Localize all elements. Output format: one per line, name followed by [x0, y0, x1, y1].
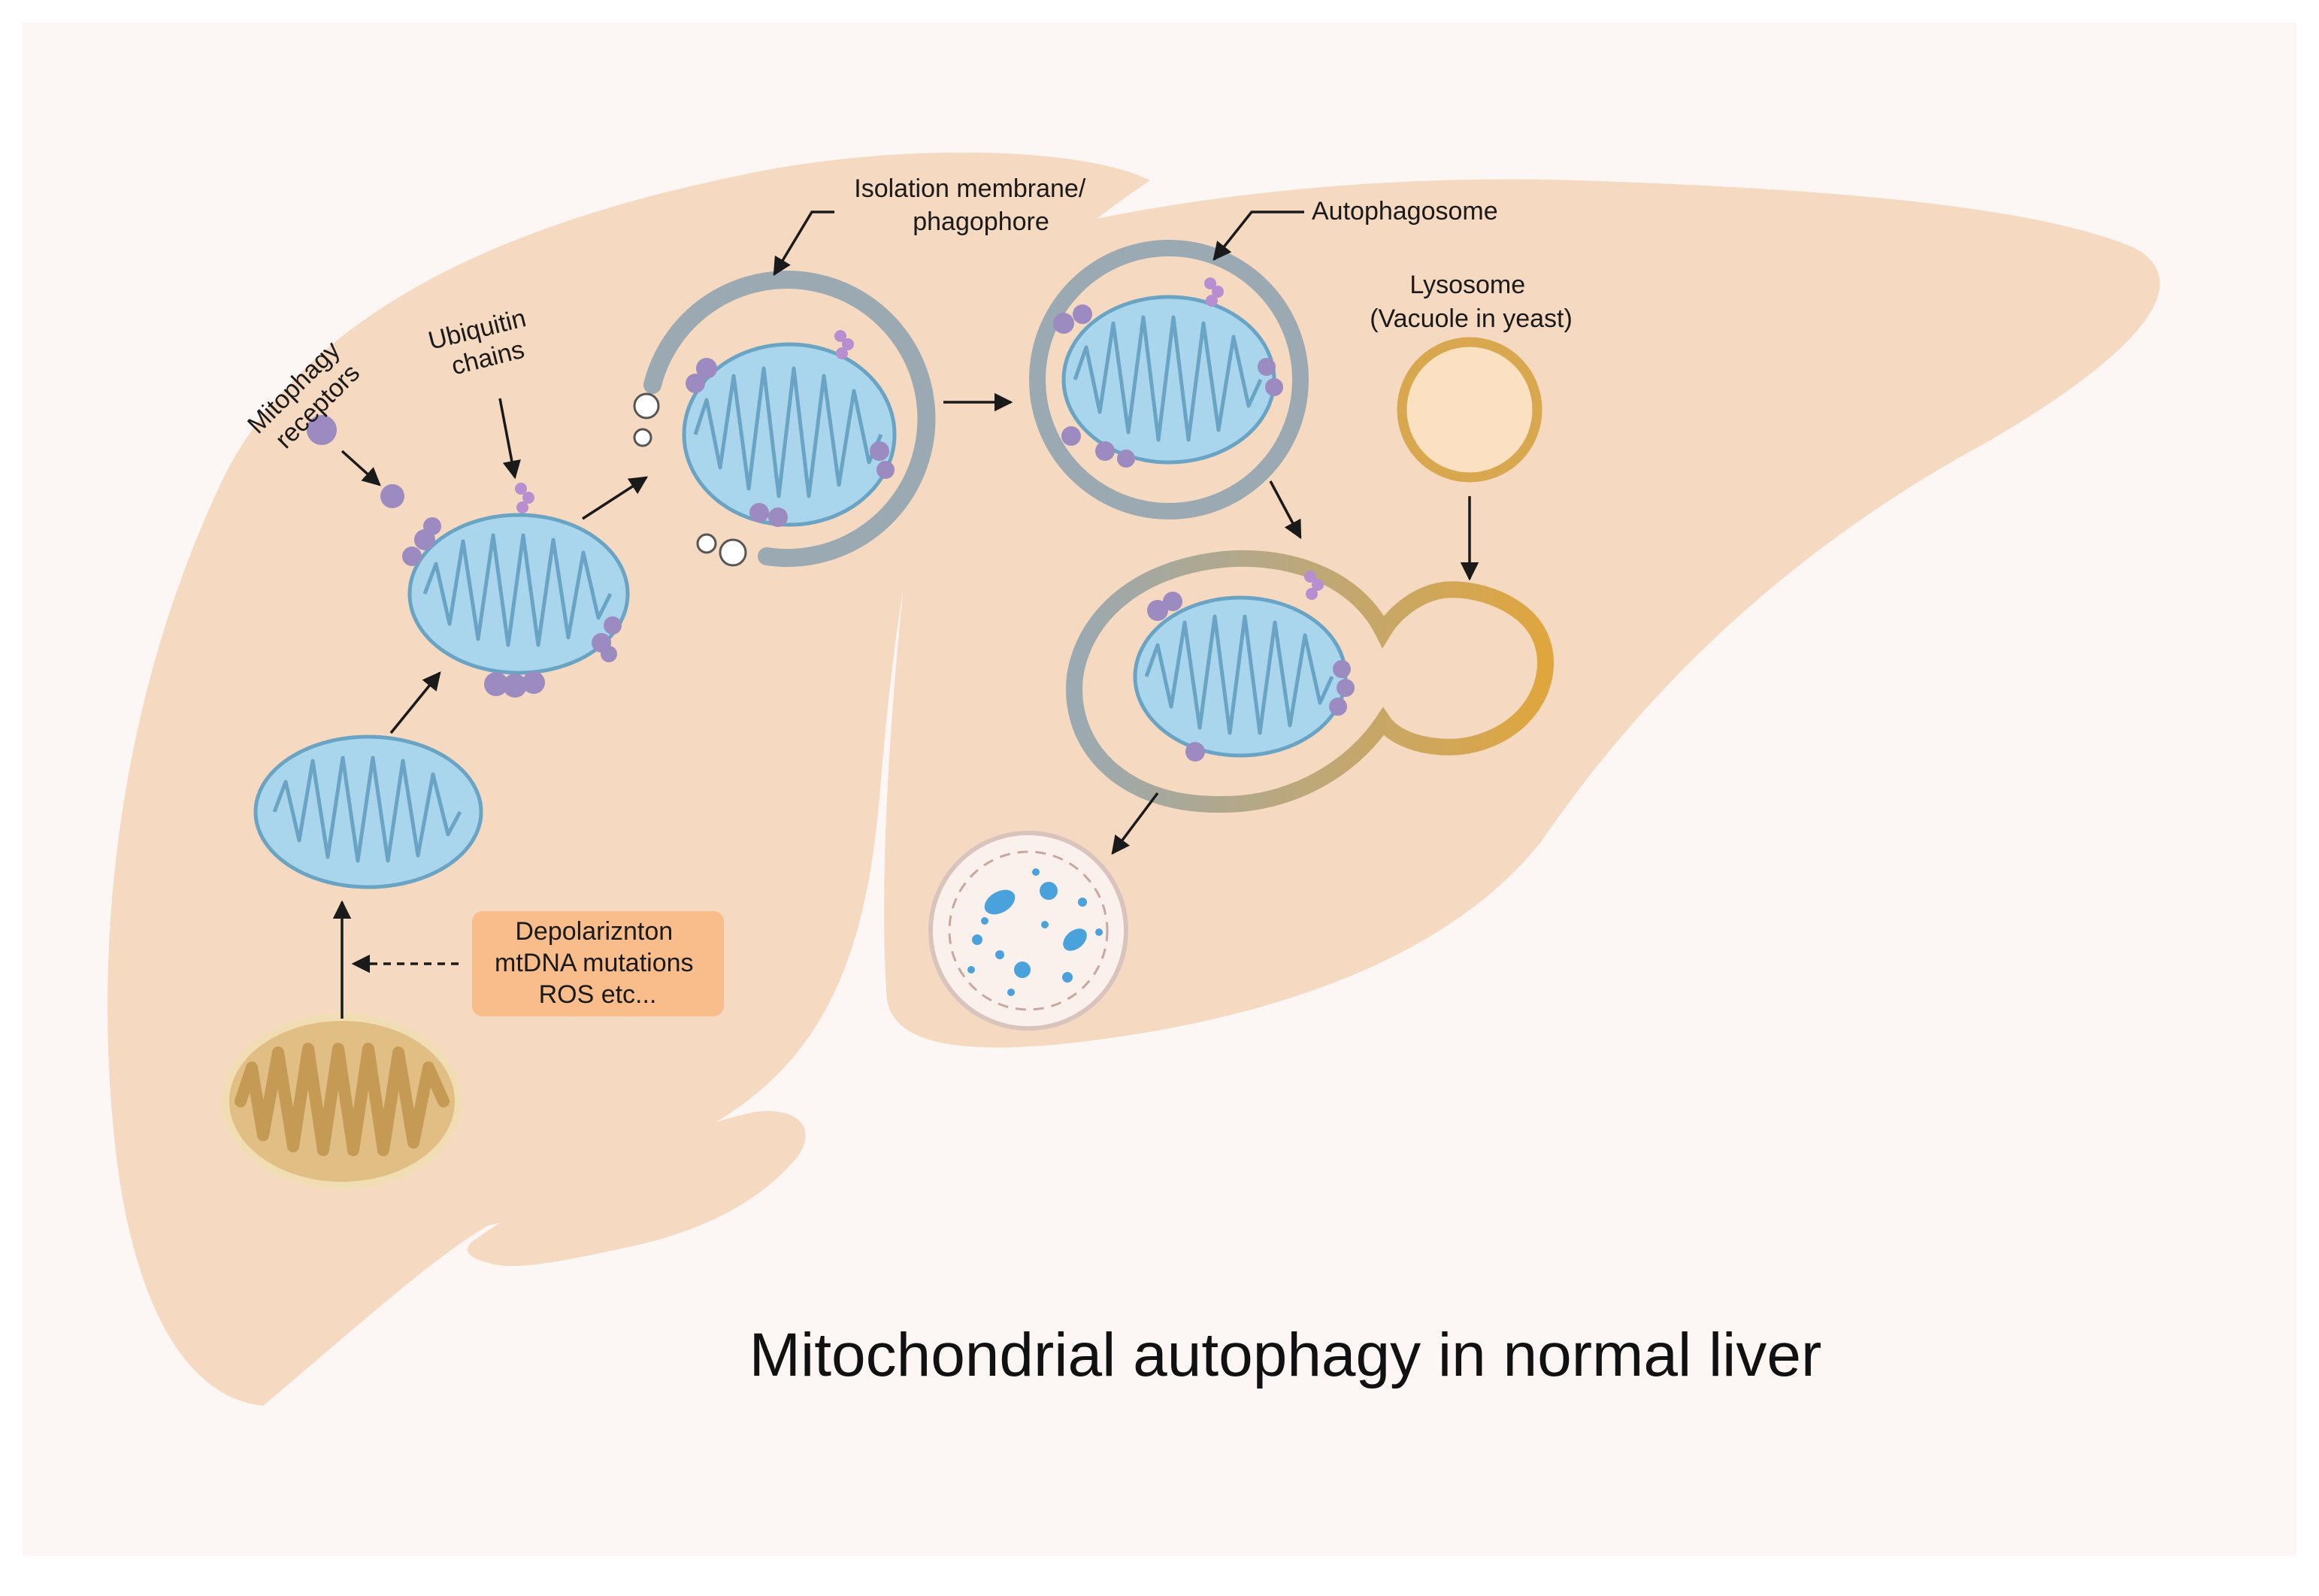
arrow-autophagosome-label — [1212, 210, 1304, 261]
fusion-stage — [1066, 550, 1554, 813]
phagophore-receptor-dots — [686, 358, 895, 527]
arrow-autophagosome-to-fusion — [1269, 480, 1302, 540]
free-receptor-dots — [307, 415, 404, 508]
autophagosome-stage — [1029, 240, 1309, 519]
phagophore-ubiquitin — [834, 330, 854, 359]
arrow-isolation-label — [773, 210, 834, 277]
label-isolation-membrane: Isolation membrane/ phagophore — [854, 174, 1093, 236]
arrows — [332, 210, 1479, 1019]
autophagosome-receptor-dots — [1053, 304, 1283, 468]
tagged-mitochondrion — [402, 483, 630, 698]
healthy-mito-cristae — [235, 1043, 450, 1156]
healthy-mitochondrion — [222, 1013, 462, 1189]
arrow-damaged-to-tagged — [389, 671, 441, 734]
label-triggers: Depolariznton mtDNA mutations ROS etc... — [495, 917, 701, 1009]
label-lysosome: Lysosome (Vacuole in yeast) — [1370, 271, 1573, 333]
arrow-receptors-to-mito — [341, 450, 381, 486]
autophagosome-membrane — [1029, 240, 1309, 519]
label-autophagosome: Autophagosome — [1312, 197, 1498, 226]
ubiquitin-chain — [515, 483, 534, 513]
phagophore-stage — [633, 271, 936, 567]
trigger-box — [472, 911, 724, 1016]
degraded-vesicle — [928, 831, 1128, 1031]
damaged-mitochondrion — [253, 734, 483, 889]
degraded-fragments — [967, 868, 1103, 996]
vesicle-circles — [633, 392, 747, 567]
fusion-membrane — [1066, 550, 1554, 813]
mitophagy-receptor-dots — [402, 517, 622, 698]
arrow-tagged-to-phagophore — [582, 476, 649, 520]
lysosome — [1397, 337, 1542, 483]
autophagosome-ubiquitin — [1204, 277, 1224, 307]
arrow-fusion-to-degraded — [1111, 792, 1159, 855]
fusion-ubiquitin — [1304, 571, 1324, 600]
isolation-membrane — [643, 271, 936, 567]
page-title: Mitochondrial autophagy in normal liver — [749, 1321, 1822, 1389]
arrow-ubiquitin-label — [498, 398, 521, 480]
fusion-receptor-dots — [1147, 592, 1355, 762]
labels: Mitophagy receptors Ubiquitin chains Iso… — [242, 174, 1821, 1389]
liver-caudate-lobe — [467, 1111, 806, 1266]
